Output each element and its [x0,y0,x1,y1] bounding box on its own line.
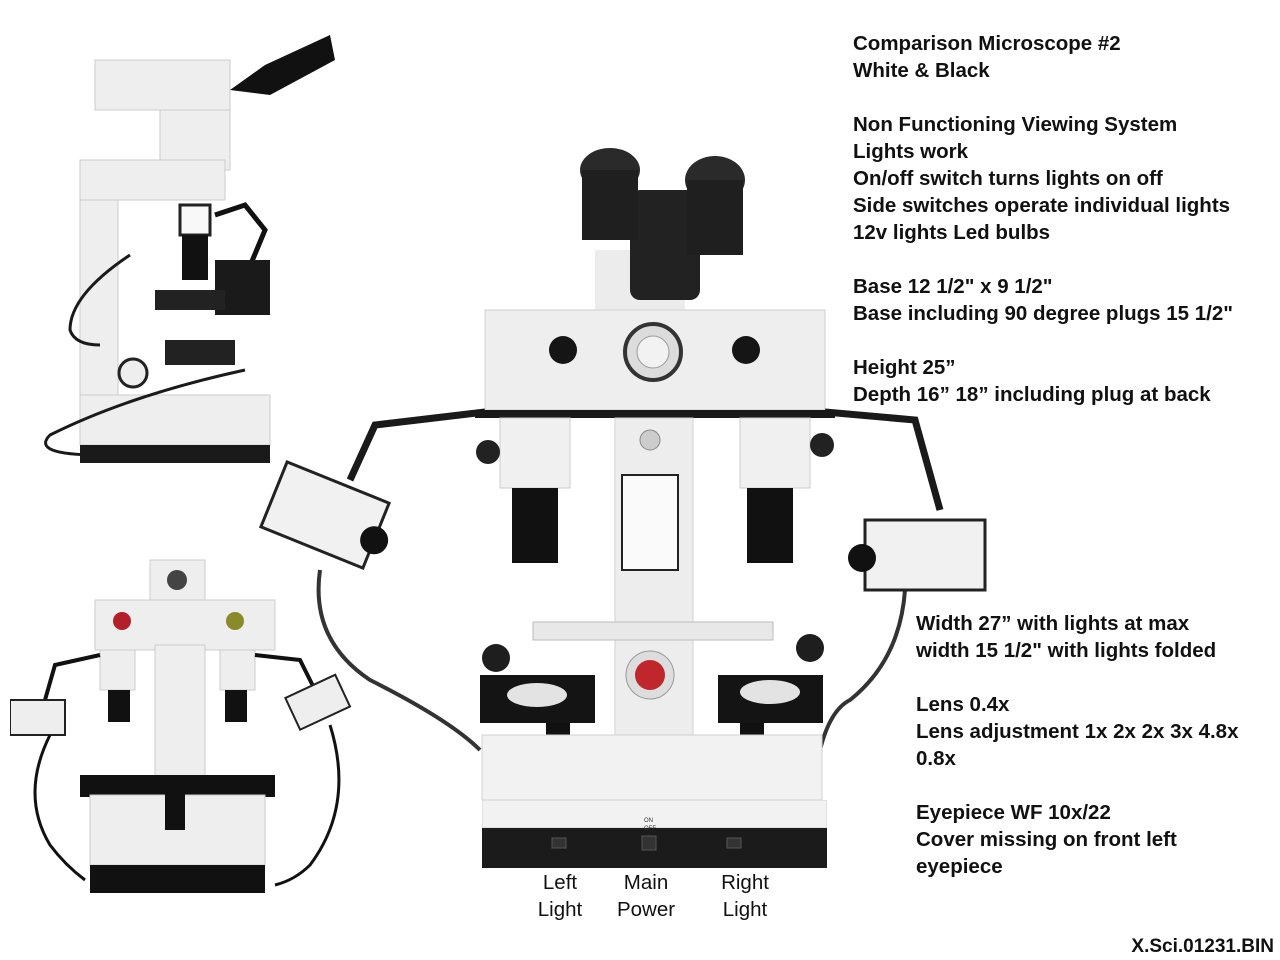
spec-line: On/off switch turns lights on off [853,167,1163,190]
specs-text-bottom: Width 27” with lights at max width 15 1/… [916,610,1238,880]
rear-view-microscope-photo [10,559,352,893]
spec-line: Cover missing on front left [916,828,1177,851]
color-line: White & Black [853,59,990,82]
spec-line: Eyepiece WF 10x/22 [916,801,1111,824]
spec-line: Lights work [853,140,969,163]
spec-line: Side switches operate individual lights [853,194,1231,217]
spec-line: Height 25” [853,356,956,379]
title-line: Comparison Microscope #2 [853,32,1121,55]
spec-line: 12v lights Led bulbs [853,221,1051,244]
side-view-microscope-photo [44,35,335,463]
spec-line: Base 12 1/2" x 9 1/2" [853,275,1053,298]
main-microscope-photo [258,148,987,800]
right-light-label: Right Light [721,871,769,921]
off-mark: OFF [644,826,656,832]
spec-line: Non Functioning Viewing System [853,113,1178,136]
spec-line: Lens 0.4x [916,693,1010,716]
main-power-label: Main Power [616,871,676,921]
spec-line: Lens adjustment 1x 2x 2x 3x 4.8x [916,720,1239,743]
on-mark: ON [644,818,653,824]
spec-line: eyepiece [916,855,1003,878]
spec-line: 0.8x [916,747,956,770]
catalog-number: X.Sci.01231.BIN [1131,936,1274,957]
left-light-label: Left Light [537,871,583,921]
spec-line: Depth 16” 18” including plug at back [853,383,1211,406]
spec-line: Width 27” with lights at max [916,612,1190,635]
spec-line: width 15 1/2" with lights folded [916,639,1217,662]
spec-line: Base including 90 degree plugs 15 1/2" [853,302,1233,325]
main-microscope-base-photo: ON OFF [482,800,827,868]
specs-text-top: Comparison Microscope #2 White & Black N… [853,30,1233,408]
